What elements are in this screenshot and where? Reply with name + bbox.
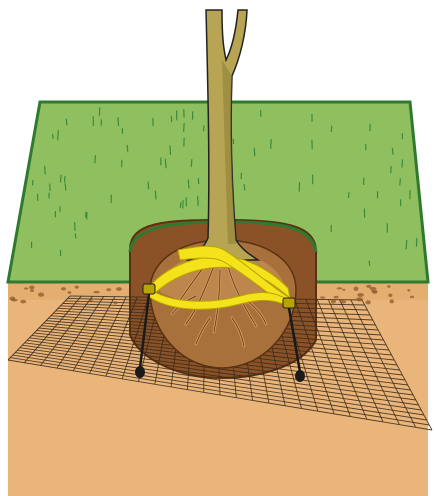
grass-blade [45, 166, 46, 175]
soil-speckle [356, 297, 363, 301]
soil-speckle [390, 299, 394, 303]
grass-blade [188, 180, 189, 189]
soil-speckle [339, 300, 346, 303]
grass-blade [348, 192, 349, 198]
grass-blade [95, 155, 96, 163]
grass-blade [75, 233, 76, 238]
soil-speckle [90, 299, 93, 302]
grass-blade [64, 176, 65, 183]
soil-speckle [357, 293, 364, 297]
soil-speckle [116, 287, 122, 291]
grass-blade [392, 148, 393, 155]
soil-speckle [93, 291, 100, 293]
grass-blade [331, 126, 332, 132]
grass-blade [155, 191, 156, 200]
grass-blade [170, 145, 171, 154]
soil-speckle [365, 300, 370, 304]
grass-blade [406, 240, 407, 249]
soil-speckle [24, 287, 28, 289]
strap-buckle-right [283, 298, 295, 308]
soil-speckle [410, 296, 414, 298]
grass-blade [400, 178, 401, 185]
strap-buckle-left [143, 284, 155, 294]
grass-blade [198, 196, 199, 206]
grass-blade [60, 175, 61, 183]
grass-blade [65, 183, 66, 190]
soil-speckle [12, 299, 18, 302]
grass-blade [58, 130, 59, 140]
grass-blade [191, 159, 192, 167]
soil-speckle [30, 289, 34, 292]
grass-blade [244, 184, 245, 190]
soil-speckle [106, 288, 111, 291]
soil-speckle [68, 291, 72, 294]
soil-speckle [75, 286, 79, 289]
grass-blade [53, 134, 54, 139]
grass-blade [203, 125, 204, 131]
soil-speckle [407, 289, 410, 291]
anchor-head-right [295, 370, 305, 382]
grass-blade [416, 238, 417, 247]
soil-speckle [342, 289, 345, 291]
soil-speckle [334, 296, 339, 299]
soil-speckle [20, 300, 26, 304]
soil-speckle [337, 287, 343, 289]
soil-speckle [331, 299, 336, 303]
soil-speckle [320, 296, 325, 298]
soil-speckle [372, 290, 377, 293]
anchor-head-left [135, 366, 145, 378]
grass-blade [118, 117, 119, 126]
soil-speckle [388, 294, 392, 297]
grass-blade [165, 159, 166, 169]
soil-speckle [366, 285, 371, 288]
grass-blade [271, 139, 272, 149]
grass-blade [254, 148, 255, 157]
soil-speckle [387, 285, 390, 288]
grass-blade [127, 145, 128, 152]
soil-speckle [29, 285, 34, 289]
soil-speckle [38, 293, 44, 297]
soil-speckle [114, 301, 118, 304]
soil-speckle [354, 287, 359, 291]
soil-speckle [61, 287, 66, 290]
